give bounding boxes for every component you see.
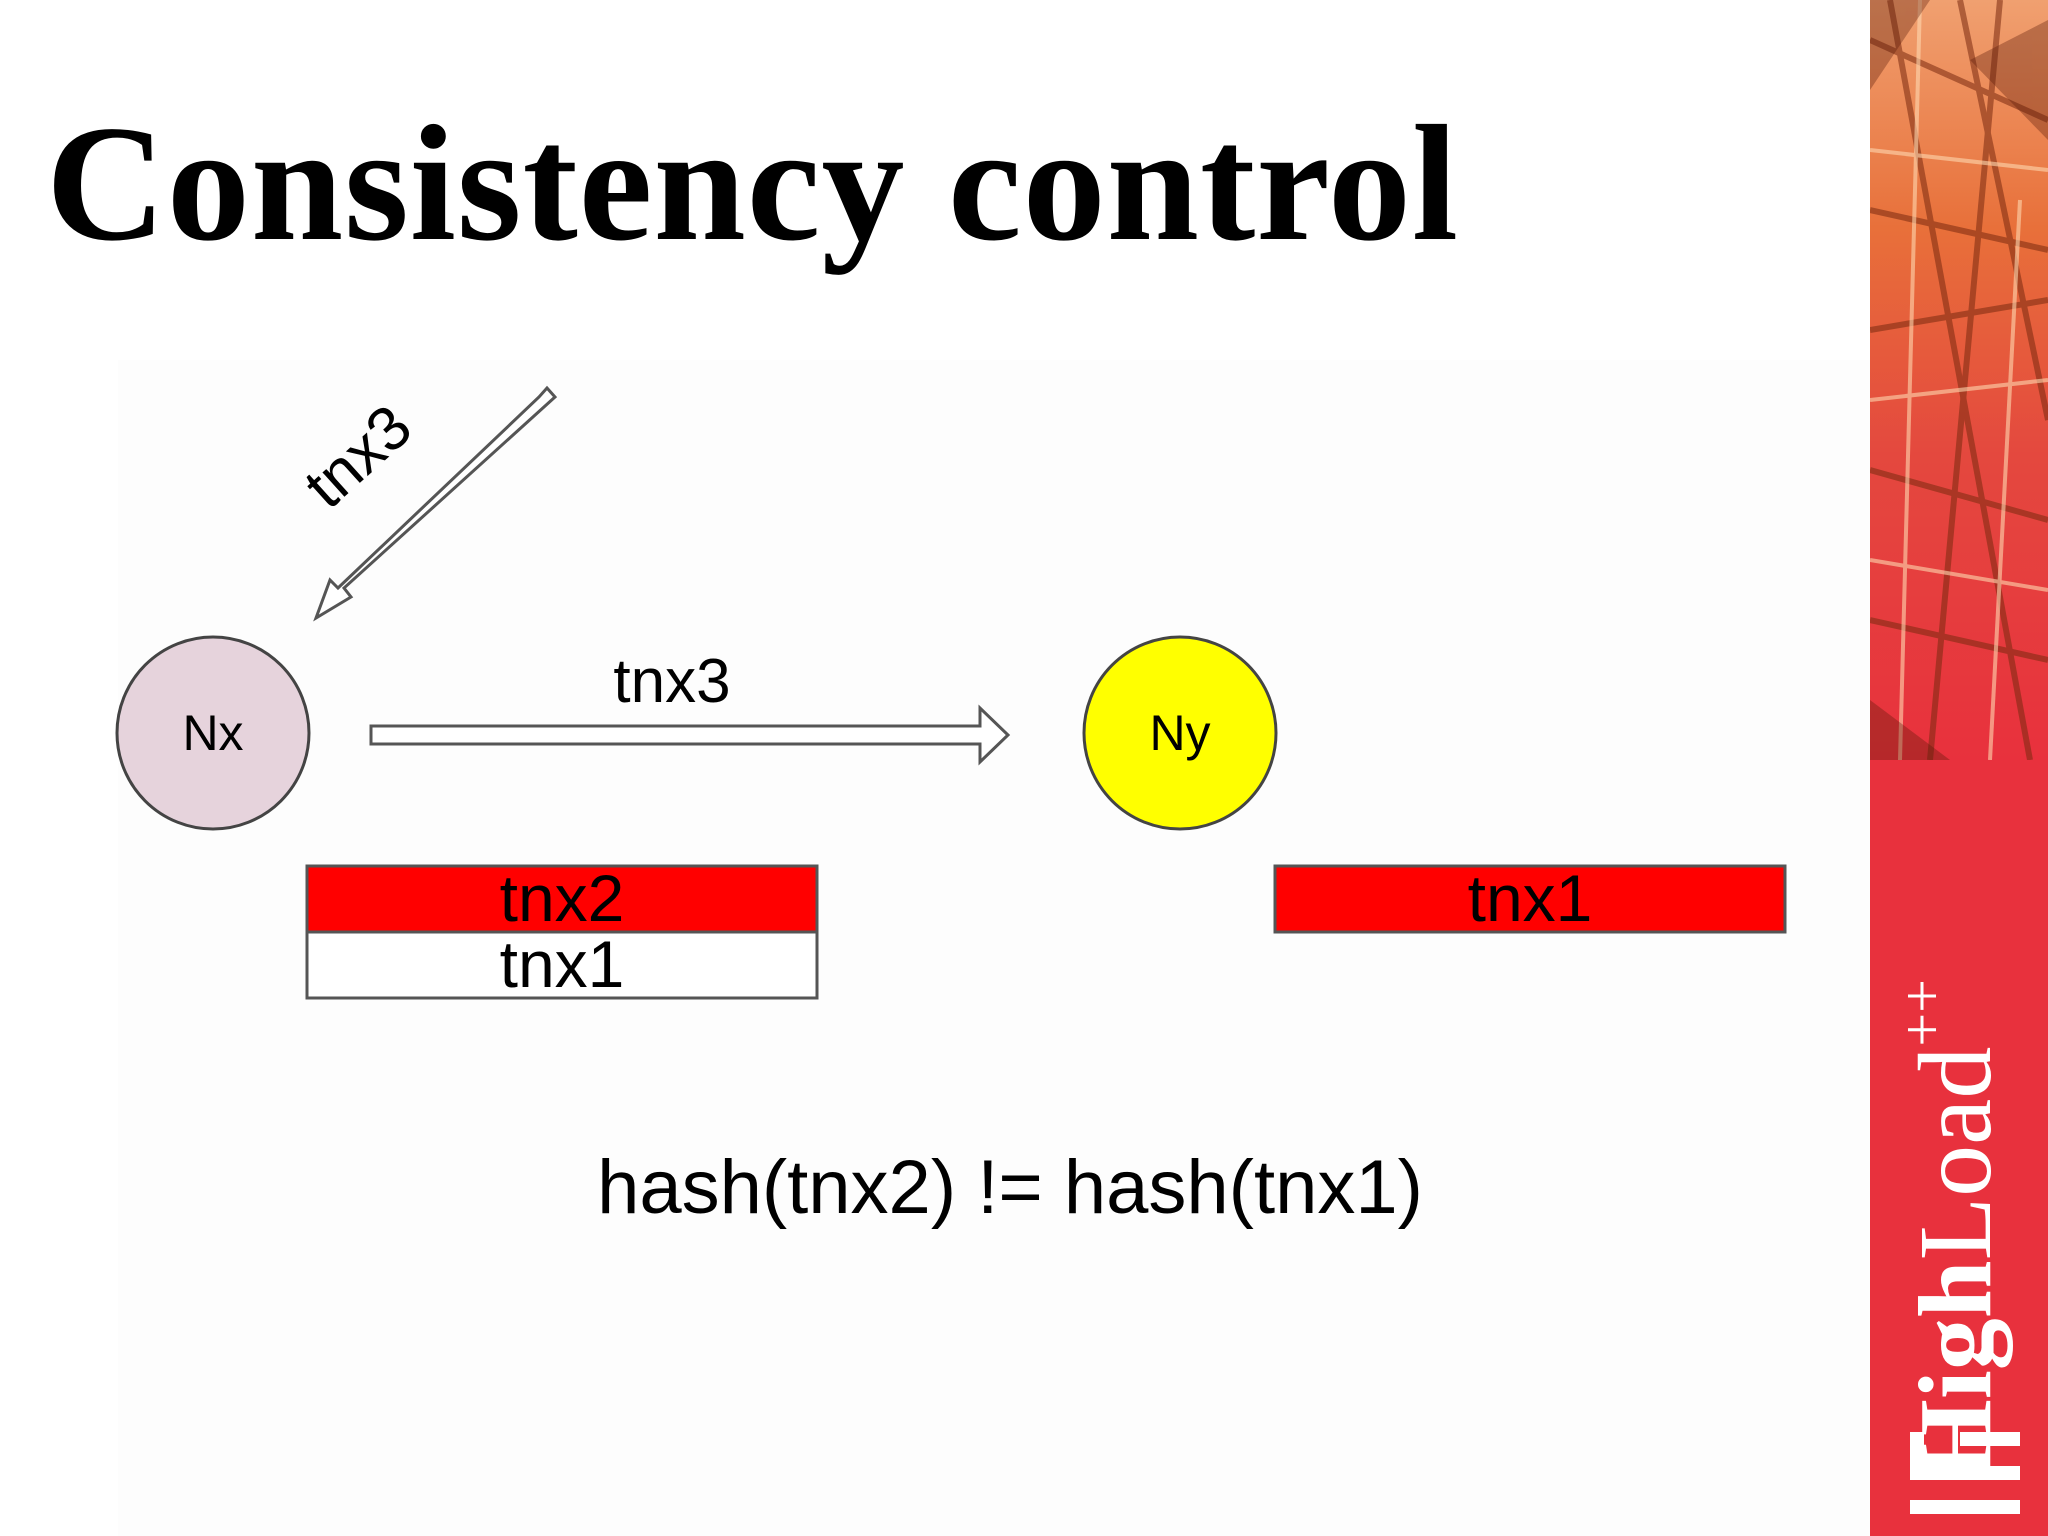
node-y-circle — [1082, 635, 1278, 831]
brand-wordmark: HighLoad++ — [1889, 979, 2013, 1480]
node-y-log-entry-tnx1 — [1273, 864, 1787, 934]
transfer-arrow — [369, 704, 1011, 766]
brand-name-light: Load — [1898, 1047, 2013, 1261]
node-x-log-entry-tnx2-label: tnx2 — [500, 861, 625, 935]
brand-bar — [1870, 0, 2048, 1536]
incoming-arrow — [313, 385, 558, 622]
highload-logo: HighLoad++ — [1889, 979, 2020, 1514]
node-x-log-entry-tnx1-label: tnx1 — [500, 927, 625, 1001]
brand-pattern — [1870, 0, 2048, 1536]
brand-glyph-icon — [1910, 1432, 2020, 1514]
slide-title: Consistency control — [46, 91, 1460, 275]
transfer-arrow-label: tnx3 — [613, 647, 730, 716]
node-x-log-entry-tnx1 — [305, 930, 819, 1000]
brand-logo: HighLoad++ — [1870, 760, 2048, 1536]
incoming-arrow-label: tnx3 — [292, 392, 425, 522]
consistency-diagram: tnx3 Nx tnx3 Ny tnx2 tnx1 tnx1 — [115, 385, 1787, 1001]
node-x-log-entry-tnx2 — [305, 864, 819, 934]
node-x-circle — [115, 635, 311, 831]
node-y-label: Ny — [1149, 705, 1210, 761]
node-y-log-entry-tnx1-label: tnx1 — [1468, 861, 1593, 935]
hash-formula: hash(tnx2) != hash(tnx1) — [597, 1145, 1423, 1230]
node-x-label: Nx — [182, 705, 243, 761]
brand-superscript: ++ — [1889, 979, 1955, 1047]
